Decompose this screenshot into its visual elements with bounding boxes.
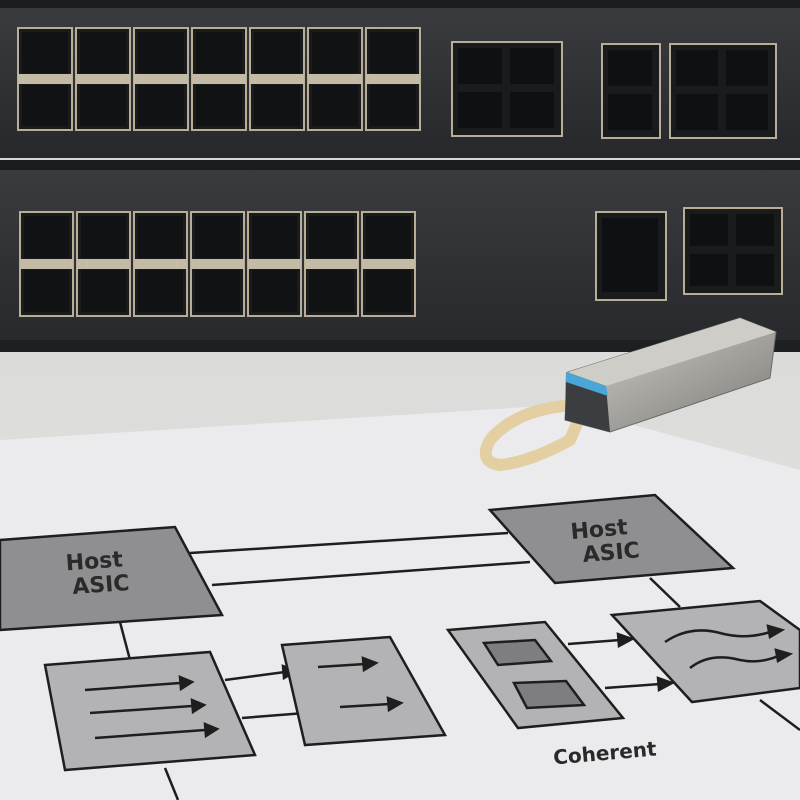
rj45-port-block <box>595 207 783 301</box>
port <box>458 92 502 128</box>
port <box>134 74 188 84</box>
port <box>458 48 502 84</box>
port <box>252 270 297 312</box>
port <box>80 85 126 126</box>
host-asic-right-line1: Host <box>570 515 630 545</box>
host-asic-left-box <box>0 525 225 632</box>
port <box>736 214 774 246</box>
port <box>250 74 304 84</box>
port <box>309 216 354 258</box>
sfp-port-block <box>17 27 421 131</box>
port <box>366 216 411 258</box>
optics-box <box>609 599 800 704</box>
port <box>602 218 658 292</box>
arrow-icon <box>84 675 220 740</box>
port <box>81 270 126 312</box>
port <box>138 32 184 73</box>
port <box>254 32 300 73</box>
lane-box <box>43 650 257 772</box>
port <box>18 74 72 84</box>
port <box>736 254 774 286</box>
port <box>366 74 420 84</box>
port <box>81 216 126 258</box>
port <box>305 259 358 269</box>
port <box>192 74 246 84</box>
port <box>690 254 728 286</box>
host-asic-right-box <box>487 493 736 585</box>
port <box>362 259 415 269</box>
port <box>309 270 354 312</box>
port <box>80 32 126 73</box>
port <box>138 216 183 258</box>
port <box>726 94 768 130</box>
rj45-port-block <box>451 41 777 139</box>
port <box>138 270 183 312</box>
port <box>366 270 411 312</box>
port <box>134 259 187 269</box>
port <box>196 85 242 126</box>
port <box>196 32 242 73</box>
port <box>370 85 416 126</box>
network-switch-bottom <box>0 160 800 352</box>
host-asic-left-line2: ASIC <box>72 571 131 600</box>
host-asic-right-line2: ASIC <box>582 538 641 568</box>
port <box>608 94 652 130</box>
port <box>312 32 358 73</box>
sfp-port-block <box>19 211 416 317</box>
retimer-box <box>280 635 448 747</box>
port <box>608 50 652 86</box>
port <box>370 32 416 73</box>
transceiver-accent <box>566 372 608 396</box>
port <box>252 216 297 258</box>
block-diagram <box>0 493 800 800</box>
port <box>77 259 130 269</box>
port <box>20 259 73 269</box>
network-switch-top <box>0 0 800 158</box>
pull-tab <box>479 399 591 471</box>
port <box>76 74 130 84</box>
port <box>510 48 554 84</box>
port <box>254 85 300 126</box>
port <box>22 32 68 73</box>
port <box>22 85 68 126</box>
port <box>195 270 240 312</box>
port <box>138 85 184 126</box>
port <box>24 270 69 312</box>
port <box>24 216 69 258</box>
port <box>195 216 240 258</box>
port <box>676 94 718 130</box>
transceiver-module <box>479 317 777 471</box>
port <box>676 50 718 86</box>
host-asic-left-line1: Host <box>65 547 124 576</box>
port <box>726 50 768 86</box>
port <box>312 85 358 126</box>
port <box>191 259 244 269</box>
port <box>510 92 554 128</box>
port <box>308 74 362 84</box>
port <box>248 259 301 269</box>
port <box>690 214 728 246</box>
